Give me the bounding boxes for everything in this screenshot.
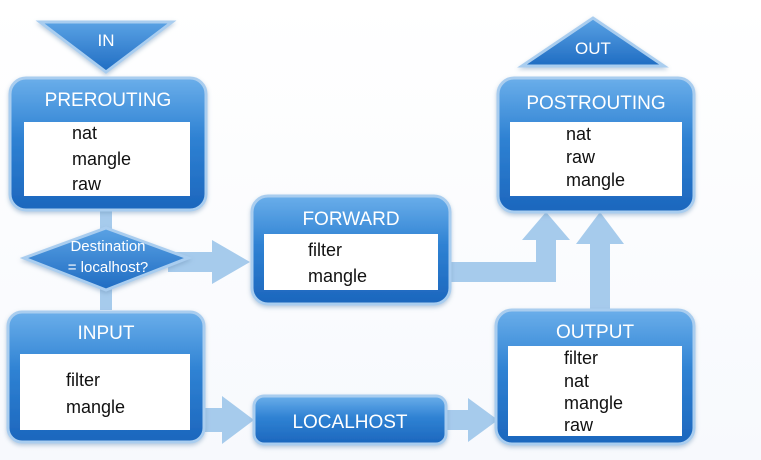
arrow-prerouting-to-decision bbox=[100, 208, 112, 230]
out-marker: OUT bbox=[517, 16, 669, 68]
chain-forward: FORWARD filter mangle bbox=[250, 194, 452, 306]
table-list-panel bbox=[508, 346, 682, 436]
table-item: mangle bbox=[566, 170, 625, 190]
in-marker: IN bbox=[35, 20, 177, 74]
out-label: OUT bbox=[575, 39, 611, 58]
table-list-panel bbox=[510, 122, 682, 196]
decision-line-2: = localhost? bbox=[68, 259, 148, 276]
chain-title: POSTROUTING bbox=[526, 93, 665, 114]
table-item: filter bbox=[564, 348, 598, 368]
arrow-decision-to-input bbox=[100, 286, 112, 310]
table-list-panel bbox=[20, 354, 190, 430]
chain-prerouting: PREROUTING nat mangle raw bbox=[8, 76, 208, 212]
table-item: mangle bbox=[66, 397, 125, 417]
table-list-panel bbox=[264, 234, 438, 290]
decision-destination-localhost: Destination = localhost? bbox=[19, 226, 193, 292]
in-label: IN bbox=[98, 31, 115, 50]
arrow-decision-to-forward bbox=[168, 240, 250, 284]
table-item: raw bbox=[566, 147, 596, 167]
chain-input: INPUT filter mangle bbox=[6, 310, 206, 444]
chain-postrouting: POSTROUTING nat raw mangle bbox=[496, 76, 696, 214]
table-item: raw bbox=[564, 415, 594, 435]
arrow-forward-to-postrouting bbox=[450, 212, 570, 282]
table-item: mangle bbox=[72, 149, 131, 169]
chain-title: FORWARD bbox=[302, 209, 399, 230]
table-item: filter bbox=[66, 370, 100, 390]
chain-title: PREROUTING bbox=[45, 90, 172, 111]
arrow-localhost-to-output bbox=[446, 398, 498, 442]
localhost-label: LOCALHOST bbox=[292, 412, 407, 433]
table-item: mangle bbox=[308, 266, 367, 286]
decision-line-1: Destination bbox=[70, 238, 145, 255]
chain-title: OUTPUT bbox=[556, 322, 635, 343]
table-item: nat bbox=[564, 371, 589, 391]
localhost-node: LOCALHOST bbox=[252, 394, 448, 446]
table-item: nat bbox=[72, 123, 97, 143]
chain-output: OUTPUT filter nat mangle raw bbox=[494, 308, 696, 446]
table-item: filter bbox=[308, 240, 342, 260]
table-item: nat bbox=[566, 124, 591, 144]
chain-title: INPUT bbox=[78, 323, 135, 344]
arrow-input-to-localhost bbox=[205, 396, 254, 444]
table-list-panel bbox=[24, 122, 190, 196]
flow-arrows bbox=[100, 208, 624, 444]
table-item: raw bbox=[72, 174, 102, 194]
arrow-output-to-postrouting bbox=[576, 212, 624, 310]
table-item: mangle bbox=[564, 393, 623, 413]
